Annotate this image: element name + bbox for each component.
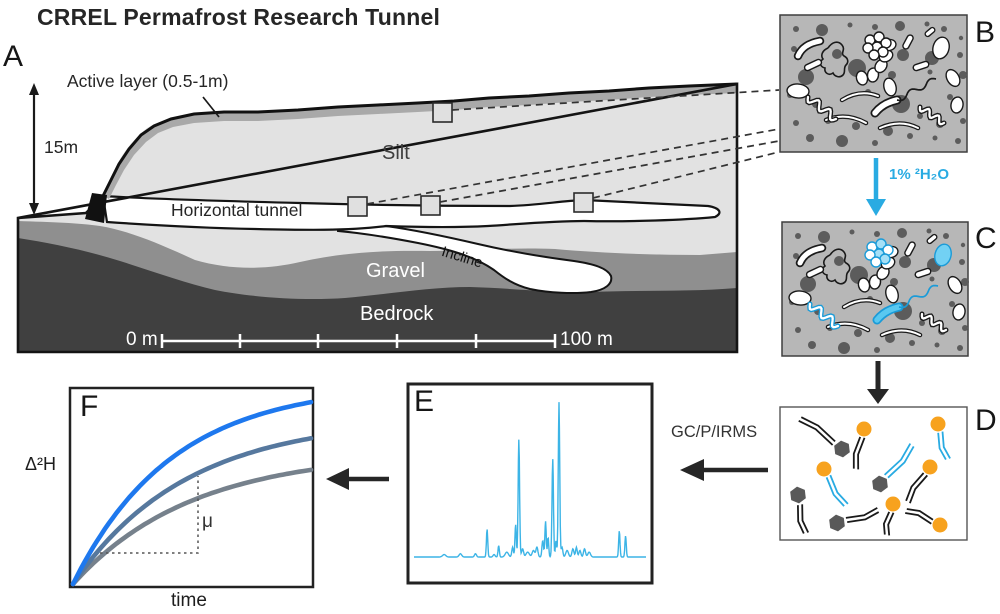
dashed-connector xyxy=(439,140,780,203)
sample-site-square xyxy=(420,195,441,216)
oval-microbe xyxy=(945,68,961,88)
cocci-cluster xyxy=(862,42,874,54)
lipid-tail xyxy=(887,512,895,536)
horizontal-tunnel-label: Horizontal tunnel xyxy=(171,200,303,220)
bedrock-label: Bedrock xyxy=(360,303,434,325)
microbial-community-after xyxy=(788,228,969,354)
gravel-label: Gravel xyxy=(366,260,425,282)
lipid-tail xyxy=(941,431,951,459)
lipid-head-circle xyxy=(922,459,938,475)
analysis-arrow xyxy=(326,468,389,490)
sample-site-square xyxy=(432,102,453,123)
ground-surface-line xyxy=(101,82,738,197)
lipid-head-circle xyxy=(932,517,948,533)
extraction-arrow xyxy=(867,361,889,404)
scale-hundred-label: 100 m xyxy=(560,329,613,350)
sample-site-square xyxy=(347,196,368,217)
dashed-connectors xyxy=(366,89,780,205)
lipid-tail xyxy=(937,432,947,461)
figure-title: CRREL Permafrost Research Tunnel xyxy=(37,4,441,30)
lipid-tail xyxy=(887,445,915,479)
oval-microbe xyxy=(786,83,810,99)
labeling-arrow xyxy=(866,158,886,216)
scale-bar xyxy=(160,334,557,348)
growth-curve-slow xyxy=(70,467,314,587)
oval-microbe xyxy=(883,77,897,97)
growth-rate-label: μ xyxy=(202,511,213,532)
x-axis-label: time xyxy=(171,590,207,611)
growth-curves xyxy=(70,399,314,587)
lipid-head-hexagon xyxy=(829,514,845,532)
microbial-community-before xyxy=(786,21,967,147)
sample-site-squares xyxy=(347,102,594,217)
lipid-tail xyxy=(825,477,845,507)
oval-microbe xyxy=(788,290,812,306)
lipid-tail xyxy=(883,443,912,476)
lipid-tail xyxy=(909,474,928,504)
horizontal-tunnel xyxy=(101,194,721,231)
bedrock-layer xyxy=(18,238,737,352)
cocci-cluster xyxy=(870,256,882,268)
lipid-extract xyxy=(790,416,951,536)
oval-cell xyxy=(932,36,950,60)
lipid-tail xyxy=(798,419,834,446)
incline-tunnel xyxy=(337,224,613,294)
active-layer-leader xyxy=(202,96,220,118)
lipid-tail xyxy=(882,511,891,535)
lipid-tail xyxy=(845,507,878,519)
lipid-tail xyxy=(801,504,810,533)
growth-curve-medium xyxy=(70,436,314,587)
dashed-connector xyxy=(366,128,780,205)
panel-d-label: D xyxy=(975,404,997,437)
panel-b-label: B xyxy=(975,16,996,49)
lipid-tail xyxy=(905,472,925,502)
oval-microbe xyxy=(952,303,966,321)
lipid-tail xyxy=(905,512,932,525)
panel-f-label: F xyxy=(80,390,99,423)
oval-microbe xyxy=(885,284,899,304)
lipid-head-hexagon xyxy=(872,475,888,493)
height-label: 15m xyxy=(44,137,79,157)
lipid-head-circle xyxy=(885,496,901,512)
lipid-tail xyxy=(906,508,934,521)
terrain-cross-section xyxy=(16,82,780,354)
slope-indicator xyxy=(100,476,199,554)
dashed-connector xyxy=(592,151,780,199)
y-axis-label: Δ²H xyxy=(25,454,57,474)
panel-c-label: C xyxy=(975,222,997,255)
gcp-irms-label: GC/P/IRMS xyxy=(671,423,758,441)
lipid-head-hexagon xyxy=(834,440,850,458)
sample-site-square xyxy=(573,192,594,213)
cocci-cluster xyxy=(864,249,876,261)
lipid-tail xyxy=(852,436,862,469)
chromatogram-trace xyxy=(414,402,646,559)
silt-label: Silt xyxy=(382,142,410,164)
height-arrow xyxy=(29,83,39,215)
panel-a-label: A xyxy=(3,40,24,73)
growth-curve-fast xyxy=(70,399,314,587)
oval-microbe xyxy=(947,275,963,295)
lipid-tail xyxy=(847,511,880,523)
lipid-head-circle xyxy=(816,461,832,477)
lipid-head-circle xyxy=(930,416,946,432)
panel-e-label: E xyxy=(414,385,435,418)
cocci-cluster xyxy=(868,49,880,61)
lipid-tail xyxy=(797,505,805,534)
heavy-water-label: 1% ²H₂O xyxy=(889,166,950,183)
lipid-tail xyxy=(829,474,849,505)
oval-microbe xyxy=(950,96,964,114)
gcp-irms-arrow xyxy=(680,459,768,481)
dashed-connector xyxy=(451,89,780,111)
scale-zero-label: 0 m xyxy=(126,329,158,350)
panel-f-box xyxy=(68,386,315,589)
panel-e-box xyxy=(406,382,654,585)
lipid-head-circle xyxy=(856,421,872,437)
lipid-tail xyxy=(800,416,836,443)
lipid-head-hexagon xyxy=(790,486,806,504)
tunnel-portal xyxy=(85,193,107,223)
oval-cell xyxy=(934,243,952,267)
active-layer-label: Active layer (0.5-1m) xyxy=(67,71,229,91)
lipid-tail xyxy=(857,437,866,470)
